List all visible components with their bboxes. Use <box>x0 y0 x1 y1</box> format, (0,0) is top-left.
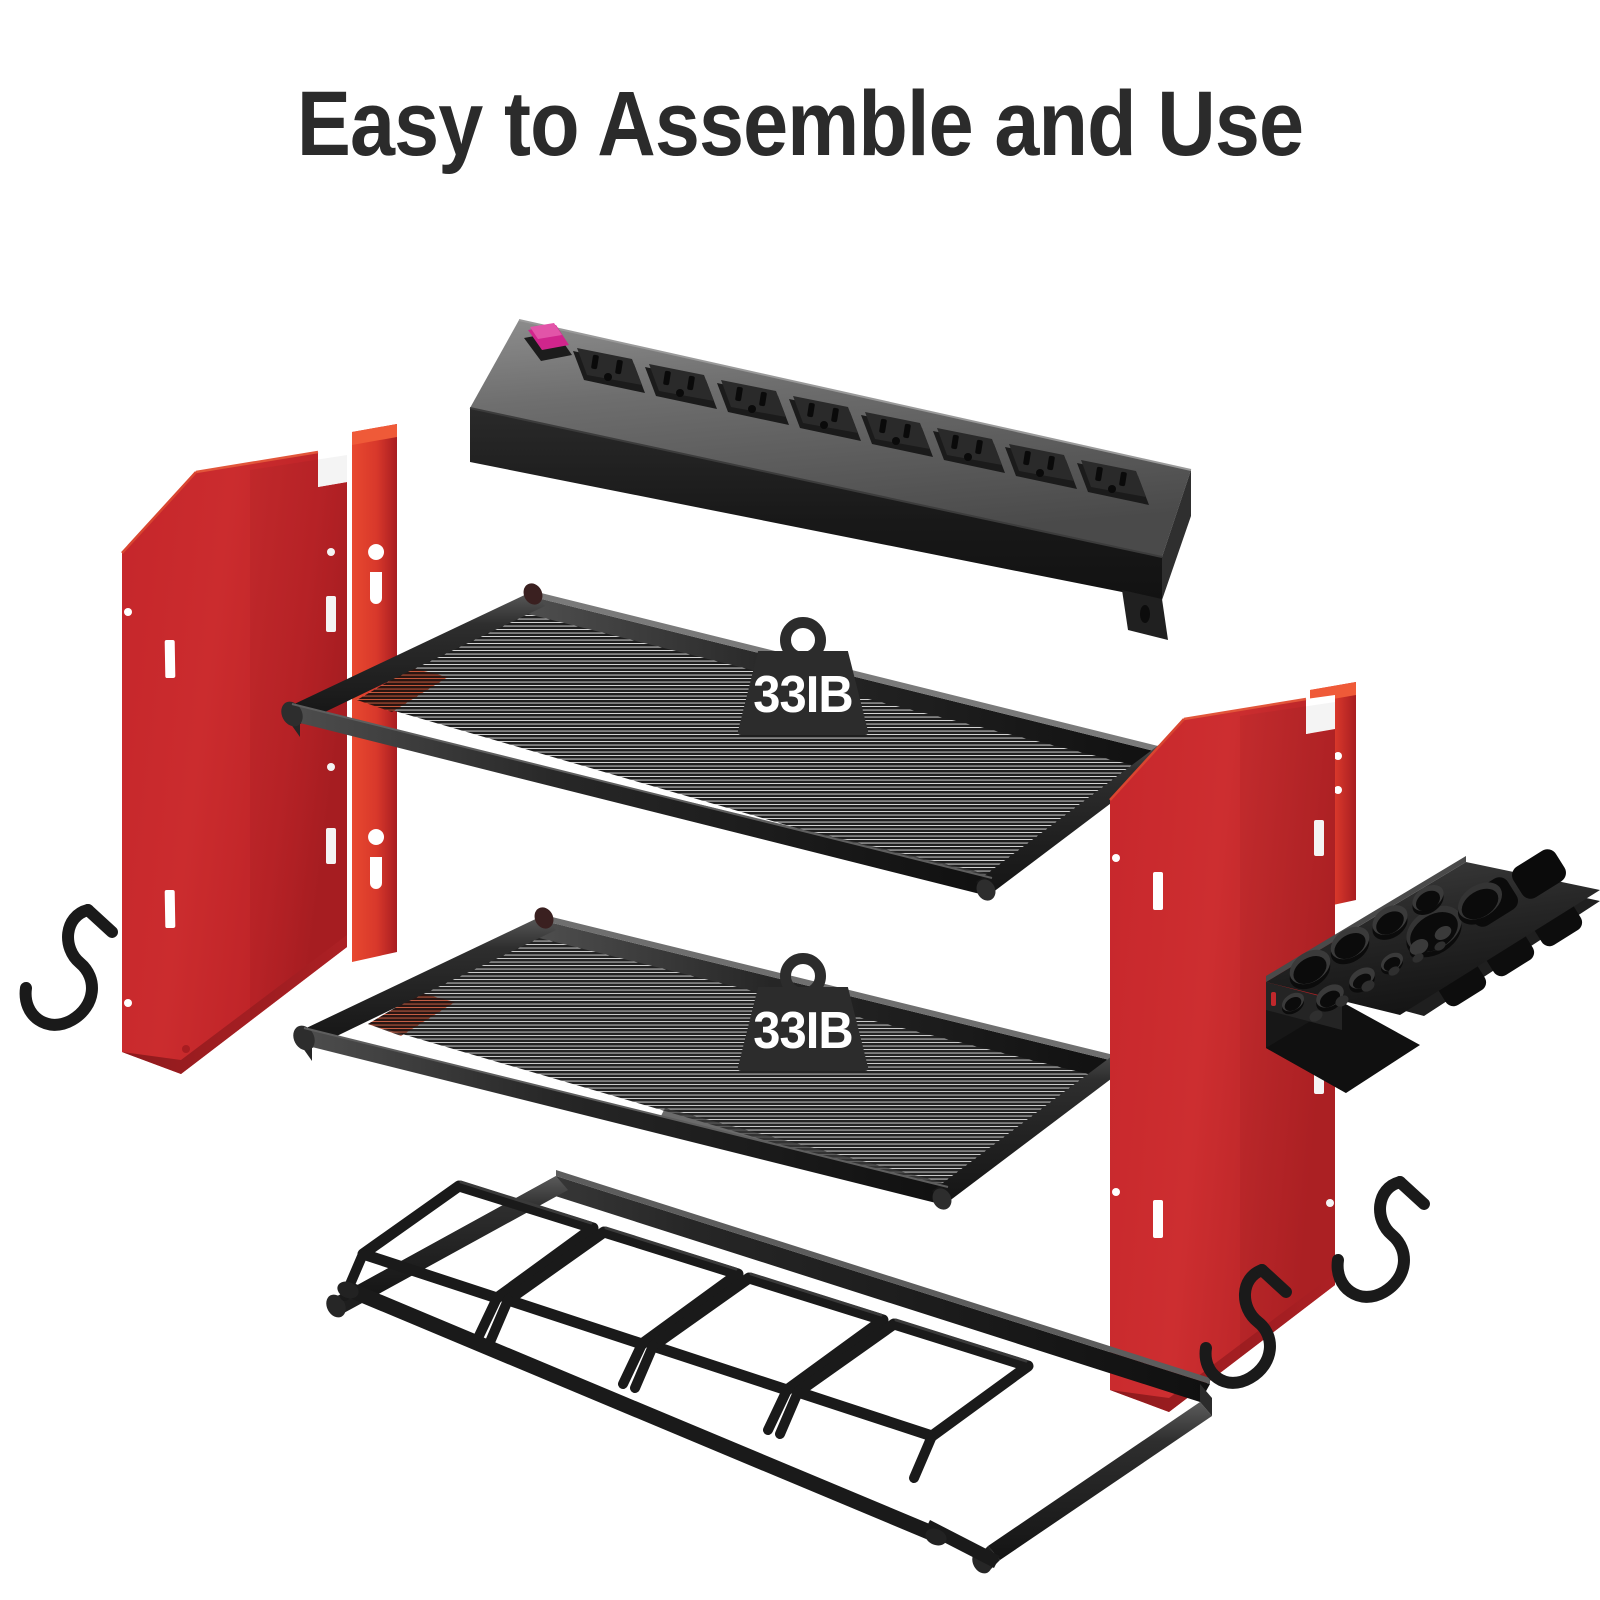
s-hook-right-upper-tip <box>1394 1176 1430 1210</box>
s-hook-right-upper-part <box>1331 1176 1410 1303</box>
weight-badge-label: 33IB <box>753 1002 853 1060</box>
s-hook-left-part <box>19 904 98 1031</box>
s-hook-left-tip <box>82 904 118 938</box>
weight-badge-label: 33IB <box>753 666 853 724</box>
page-title: Easy to Assemble and Use <box>296 73 1304 175</box>
weight-badge-body <box>737 987 869 1071</box>
lower-mesh-shelf-part <box>293 907 1153 1210</box>
right-side-panel-part <box>1109 682 1356 1412</box>
power-switch <box>524 323 572 361</box>
weight-badge-body <box>737 651 869 735</box>
weight-badge-upper: 33IB <box>737 617 869 735</box>
s-hook-right-lower-tip <box>1256 1264 1292 1298</box>
weight-badge-lower: 33IB <box>737 953 869 1071</box>
left-side-panel-part <box>121 424 397 1074</box>
s-hook-right-lower-part <box>1199 1264 1276 1389</box>
drill-holder-rack-part <box>326 1170 1212 1574</box>
bit-holder-tray-part <box>1266 849 1600 1093</box>
outlet-group <box>573 348 1149 505</box>
power-strip-part <box>469 319 1192 640</box>
